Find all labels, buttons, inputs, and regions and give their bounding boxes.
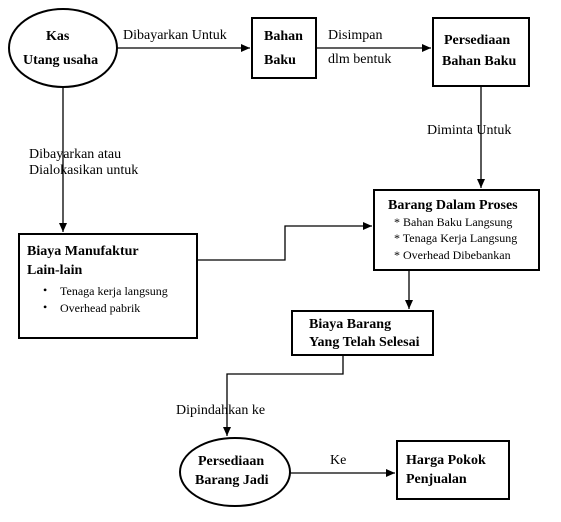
edge-label-dlm-bentuk: dlm bentuk <box>328 52 392 67</box>
node-kas-shape <box>8 8 118 88</box>
edge-label-ke: Ke <box>330 453 347 468</box>
biaya-barang-label-1: Biaya Barang <box>309 317 392 332</box>
node-persediaan-barang-jadi-shape <box>179 437 291 507</box>
persediaan-bahan-label-1: Persediaan <box>444 33 511 48</box>
persediaan-bahan-label-2: Bahan Baku <box>442 54 517 69</box>
persediaan-jadi-label-1: Persediaan <box>198 454 265 469</box>
edge-label-dialokasikan: Dialokasikan untuk <box>29 163 139 178</box>
biaya-manufaktur-label-2: Lain-lain <box>27 263 83 278</box>
edge-label-disimpan: Disimpan <box>328 28 383 43</box>
biaya-manufaktur-label-1: Biaya Manufaktur <box>27 244 139 259</box>
node-bahan-baku-shape <box>251 17 317 79</box>
bdp-title: Barang Dalam Proses <box>388 198 518 213</box>
biaya-manufaktur-item-2: Overhead pabrik <box>60 301 141 315</box>
bdp-item-3: * Overhead Dibebankan <box>394 248 511 262</box>
hpp-label-2: Penjualan <box>406 472 467 487</box>
hpp-label-1: Harga Pokok <box>406 453 486 468</box>
utang-usaha-label: Utang usaha <box>23 53 99 68</box>
edge-label-dibayarkan-atau: Dibayarkan atau <box>29 147 122 162</box>
bullet-2: • <box>43 300 48 314</box>
bullet-1: • <box>43 283 48 297</box>
node-harga-pokok-shape <box>396 440 510 500</box>
edge-label-dipindahkan-ke: Dipindahkan ke <box>176 403 266 418</box>
edge-biaya-barang-to-persediaan-jadi <box>223 355 344 436</box>
bdp-item-1: * Bahan Baku Langsung <box>394 215 513 229</box>
biaya-manufaktur-item-1: Tenaga kerja langsung <box>60 284 168 298</box>
persediaan-jadi-label-2: Barang Jadi <box>195 473 269 488</box>
node-persediaan-bahan-baku-shape <box>432 17 530 87</box>
edge-label-dibayarkan-untuk: Dibayarkan Untuk <box>123 28 227 43</box>
biaya-barang-label-2: Yang Telah Selesai <box>309 335 420 350</box>
edge-label-diminta-untuk: Diminta Untuk <box>427 123 512 138</box>
node-biaya-manufaktur-shape <box>18 233 198 339</box>
bdp-item-2: * Tenaga Kerja Langsung <box>394 231 518 245</box>
bahan-label: Bahan <box>264 29 303 44</box>
baku-label: Baku <box>264 53 296 68</box>
edge-biaya-manufaktur-to-bdp <box>197 222 372 261</box>
node-biaya-barang-selesai-shape <box>291 310 434 356</box>
kas-label: Kas <box>46 29 70 44</box>
node-barang-dalam-proses-shape <box>373 189 540 271</box>
